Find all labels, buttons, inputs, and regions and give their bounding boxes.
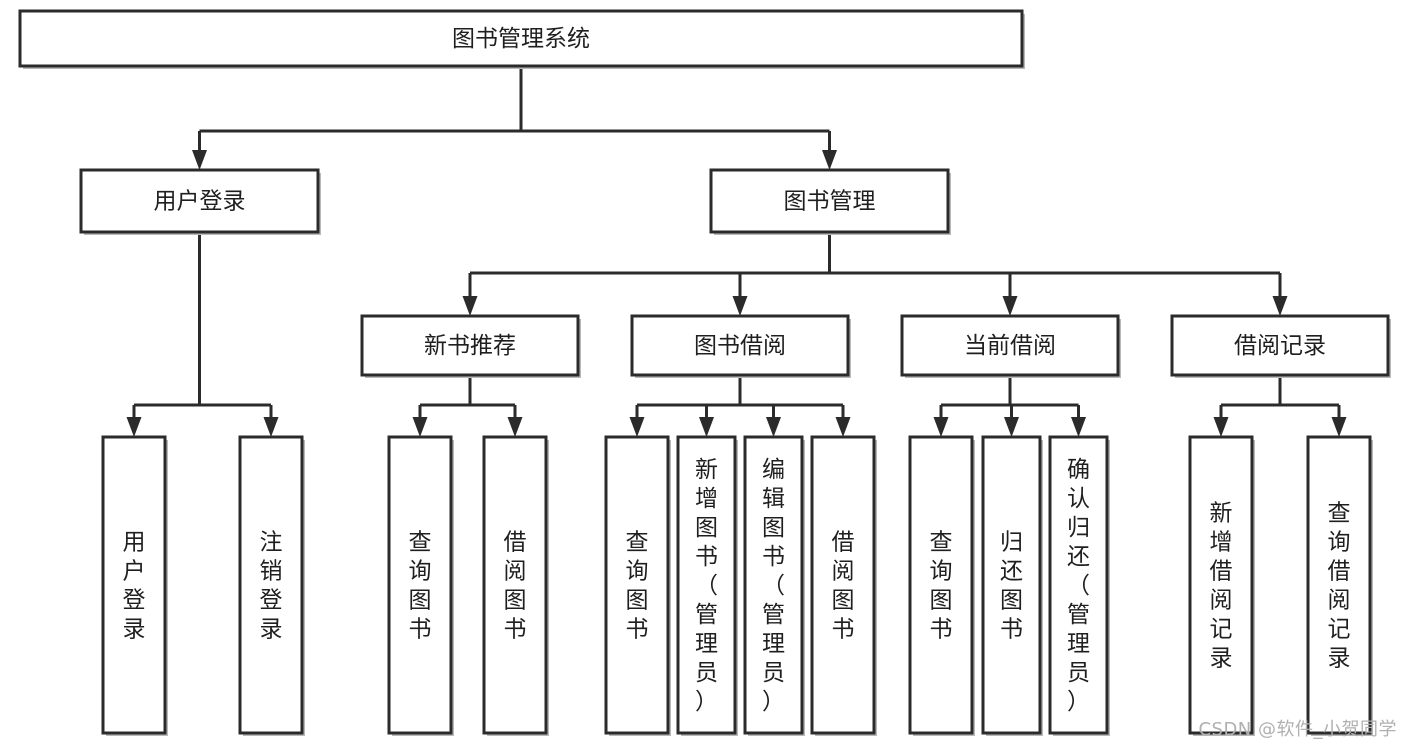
node-box <box>676 435 737 735</box>
node-box <box>1188 435 1254 735</box>
node-leaf-add-book[interactable]: 新增图书（管理员） <box>676 435 738 736</box>
connector-group-book_manage <box>462 232 1288 316</box>
node-box <box>18 9 1024 68</box>
node-label: 借阅图书 <box>504 530 527 643</box>
node-box <box>908 435 974 735</box>
node-leaf-query-book-3[interactable]: 查询图书 <box>908 435 975 736</box>
node-leaf-return-book[interactable]: 归还图书 <box>981 435 1043 736</box>
node-box <box>1306 435 1372 735</box>
node-label: 新增图书（管理员） <box>695 457 718 715</box>
node-box <box>1048 435 1109 735</box>
node-label: 新增借阅记录 <box>1210 501 1233 672</box>
node-label: 查询图书 <box>409 530 432 643</box>
connector-group-root <box>192 66 837 170</box>
node-label: 图书管理 <box>784 189 876 215</box>
node-new-book-rec[interactable]: 新书推荐 <box>360 314 581 378</box>
node-label: 归还图书 <box>1000 530 1023 643</box>
connector-group-user_login <box>126 232 279 437</box>
node-leaf-borrow-book-1[interactable]: 借阅图书 <box>482 435 549 736</box>
node-box <box>810 435 876 735</box>
node-leaf-borrow-book-2[interactable]: 借阅图书 <box>810 435 877 736</box>
node-box <box>743 435 804 735</box>
node-box <box>1170 314 1390 377</box>
node-box <box>238 435 304 735</box>
node-box <box>360 314 580 377</box>
node-label: 用户登录 <box>123 530 146 643</box>
node-label: 新书推荐 <box>424 333 516 359</box>
node-box <box>387 435 453 735</box>
node-leaf-query-book-1[interactable]: 查询图书 <box>387 435 454 736</box>
connector-lines-layer <box>126 66 1347 437</box>
node-label: 借阅图书 <box>832 530 855 643</box>
node-box <box>482 435 548 735</box>
node-leaf-edit-book[interactable]: 编辑图书（管理员） <box>743 435 805 736</box>
node-label: 编辑图书（管理员） <box>762 457 785 715</box>
node-label: 当前借阅 <box>964 333 1056 359</box>
node-leaf-confirm-return[interactable]: 确认归还（管理员） <box>1048 435 1110 736</box>
node-user-login[interactable]: 用户登录 <box>79 168 321 235</box>
node-box <box>981 435 1042 735</box>
node-label: 查询图书 <box>626 530 649 643</box>
node-book-borrow[interactable]: 图书借阅 <box>630 314 851 378</box>
node-label: 确认归还（管理员） <box>1067 457 1090 715</box>
node-label: 借阅记录 <box>1234 333 1326 359</box>
node-current-borrow[interactable]: 当前借阅 <box>900 314 1121 378</box>
connector-group-new_book_rec <box>412 375 523 437</box>
node-root[interactable]: 图书管理系统 <box>18 9 1025 69</box>
node-leaf-query-record[interactable]: 查询借阅记录 <box>1306 435 1373 736</box>
node-borrow-record[interactable]: 借阅记录 <box>1170 314 1391 378</box>
connector-group-current_borrow <box>933 375 1086 437</box>
node-leaf-query-book-2[interactable]: 查询图书 <box>604 435 671 736</box>
node-label: 查询图书 <box>930 530 953 643</box>
node-box <box>604 435 670 735</box>
node-book-manage[interactable]: 图书管理 <box>709 168 951 235</box>
node-label: 查询借阅记录 <box>1328 501 1351 672</box>
node-box <box>900 314 1120 377</box>
connector-group-borrow_record <box>1213 375 1347 437</box>
node-box <box>709 168 950 234</box>
node-label: 用户登录 <box>154 189 246 215</box>
node-label: 注销登录 <box>260 530 283 643</box>
node-box <box>630 314 850 377</box>
node-box <box>79 168 320 234</box>
node-leaf-logout[interactable]: 注销登录 <box>238 435 305 736</box>
node-box <box>101 435 167 735</box>
nodes-layer: 图书管理系统用户登录图书管理新书推荐图书借阅当前借阅借阅记录用户登录注销登录查询… <box>18 9 1391 736</box>
node-label: 图书借阅 <box>694 333 786 359</box>
node-label: 图书管理系统 <box>452 26 590 52</box>
node-leaf-user-login[interactable]: 用户登录 <box>101 435 168 736</box>
node-leaf-add-record[interactable]: 新增借阅记录 <box>1188 435 1255 736</box>
connector-group-book_borrow <box>629 375 851 437</box>
